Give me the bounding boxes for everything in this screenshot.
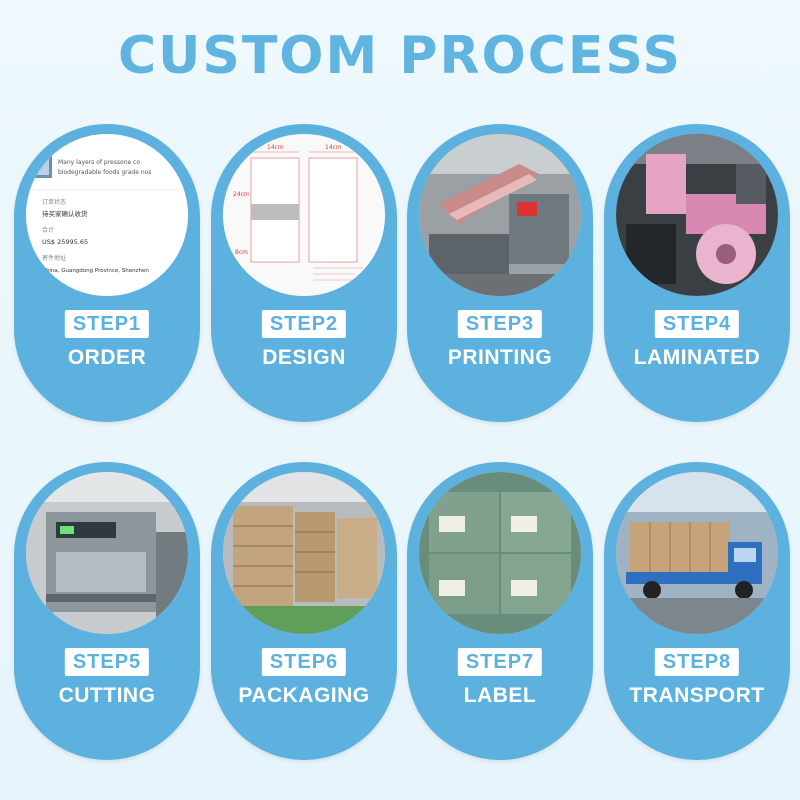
step-name: PACKAGING [238, 684, 370, 707]
doc-line-5: 合计 [42, 226, 54, 234]
doc-line-6: US$ 25995.65 [42, 238, 88, 246]
warehouse-boxes-photo [223, 472, 385, 634]
step-name: DESIGN [262, 346, 346, 369]
step-card-order: Many layers of pressone co biodegradable… [14, 124, 200, 422]
step-card-transport: STEP8 TRANSPORT [604, 462, 790, 760]
laminating-machine-photo [616, 134, 778, 296]
dim-label: 14cm [325, 144, 342, 151]
doc-line-3: 订单状态 [42, 198, 66, 206]
step-badge: STEP8 [654, 648, 740, 676]
step-name: ORDER [67, 346, 147, 369]
design-drawing-photo: 14cm 14cm 24cm 8cm [223, 134, 385, 296]
step-card-printing: STEP3 PRINTING [407, 124, 593, 422]
doc-line-4: 待买家确认收货 [42, 209, 88, 218]
doc-line-7: 寄件地址 [42, 254, 66, 262]
printing-machine-photo [419, 134, 581, 296]
doc-line-2: biodegradable foods grade nos [58, 169, 151, 176]
step-name: CUTTING [58, 684, 156, 707]
cutting-machine-photo [26, 472, 188, 634]
step-name: LABEL [463, 684, 537, 707]
step-card-laminated: STEP4 LAMINATED [604, 124, 790, 422]
doc-line-8: China, Guangdong Province, Shenzhen [42, 268, 149, 274]
labeled-boxes-photo [419, 472, 581, 634]
dim-label: 14cm [267, 144, 284, 151]
page-title: CUSTOM PROCESS [118, 26, 682, 86]
step-badge: STEP6 [261, 648, 347, 676]
dim-label: 8cm [235, 249, 248, 256]
dim-label: 24cm [233, 191, 250, 198]
order-document-photo: Many layers of pressone co biodegradable… [26, 134, 188, 296]
step-card-packaging: STEP6 PACKAGING [211, 462, 397, 760]
doc-line-1: Many layers of pressone co [58, 159, 140, 166]
step-badge: STEP5 [64, 648, 150, 676]
step-badge: STEP4 [654, 310, 740, 338]
step-card-design: 14cm 14cm 24cm 8cm STEP2 DESIGN [211, 124, 397, 422]
truck-loading-photo [616, 472, 778, 634]
step-badge: STEP3 [457, 310, 543, 338]
step-badge: STEP7 [457, 648, 543, 676]
step-badge: STEP1 [64, 310, 150, 338]
step-name: PRINTING [447, 346, 553, 369]
step-name: LAMINATED [633, 346, 761, 369]
step-card-label: STEP7 LABEL [407, 462, 593, 760]
step-card-cutting: STEP5 CUTTING [14, 462, 200, 760]
step-badge: STEP2 [261, 310, 347, 338]
step-name: TRANSPORT [629, 684, 765, 707]
